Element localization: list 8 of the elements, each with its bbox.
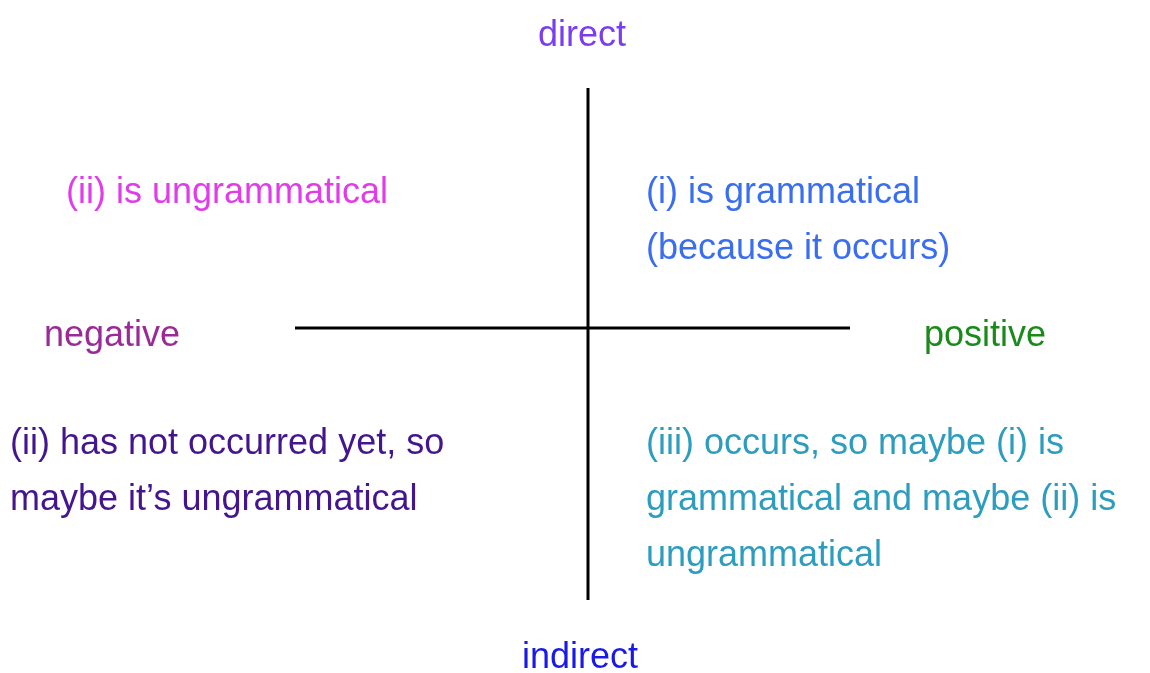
quadrant-note: (ii) is ungrammatical xyxy=(66,169,389,213)
quadrant-note: (iii) occurs, so maybe (i) is grammatical and maybe (ii) is ungrammatical xyxy=(646,420,1118,576)
quadrant-note: (i) is grammatical (because it occurs) xyxy=(646,169,952,269)
quadrant-note: (ii) has not occurred yet, so maybe it’s ungrammatical xyxy=(10,420,446,520)
axis-label: negative xyxy=(44,312,181,356)
axis-label: positive xyxy=(924,312,1047,356)
axis-label: indirect xyxy=(522,634,639,673)
axis-label: direct xyxy=(538,12,627,56)
